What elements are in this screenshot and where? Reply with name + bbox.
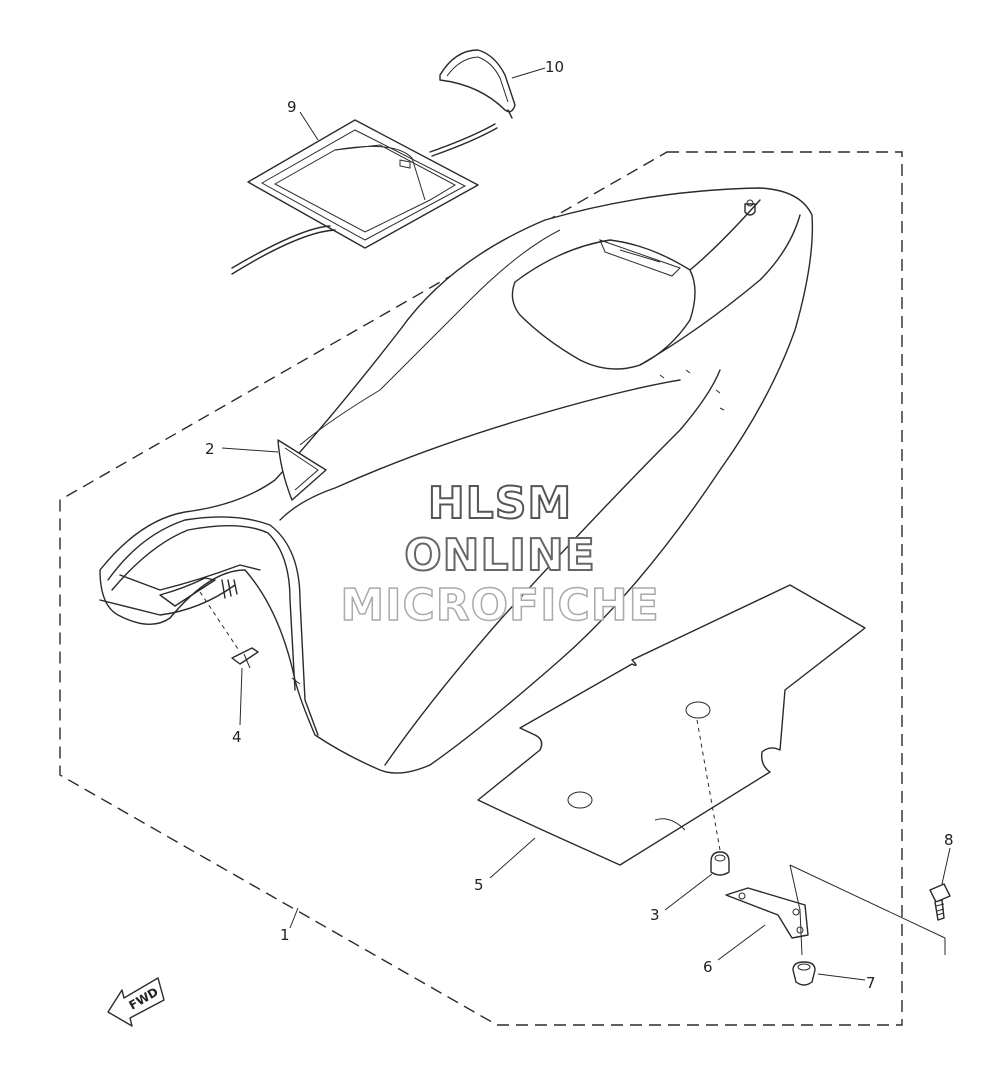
part-6-bracket bbox=[725, 864, 809, 956]
fwd-arrow-icon: FWD bbox=[107, 977, 165, 1027]
callout-7: 7 bbox=[866, 974, 876, 992]
callout-10: 10 bbox=[545, 58, 564, 76]
callout-5: 5 bbox=[474, 876, 484, 894]
callout-3: 3 bbox=[650, 906, 660, 924]
part-8-bolt bbox=[789, 864, 951, 955]
part-4-clip bbox=[199, 591, 259, 669]
callout-1: 1 bbox=[280, 926, 290, 944]
part-7-grommet bbox=[792, 961, 816, 986]
watermark-line-3: MICROFICHE bbox=[340, 579, 660, 632]
watermark-line-2: ONLINE bbox=[403, 529, 596, 582]
watermark-line-1: HLSM bbox=[427, 477, 573, 530]
callout-8: 8 bbox=[944, 831, 954, 849]
part-3-damper bbox=[696, 719, 730, 876]
assembly-boundary bbox=[59, 151, 903, 1026]
callout-9: 9 bbox=[287, 98, 297, 116]
callout-4: 4 bbox=[232, 728, 242, 746]
leader-lines bbox=[221, 67, 951, 981]
part-10-cover bbox=[439, 49, 516, 119]
callout-6: 6 bbox=[703, 958, 713, 976]
part-1-seat bbox=[99, 187, 814, 774]
part-2-emblem bbox=[277, 439, 327, 501]
part-5-mat bbox=[477, 584, 866, 866]
part-9-seat-net bbox=[231, 119, 498, 275]
callout-2: 2 bbox=[205, 440, 215, 458]
